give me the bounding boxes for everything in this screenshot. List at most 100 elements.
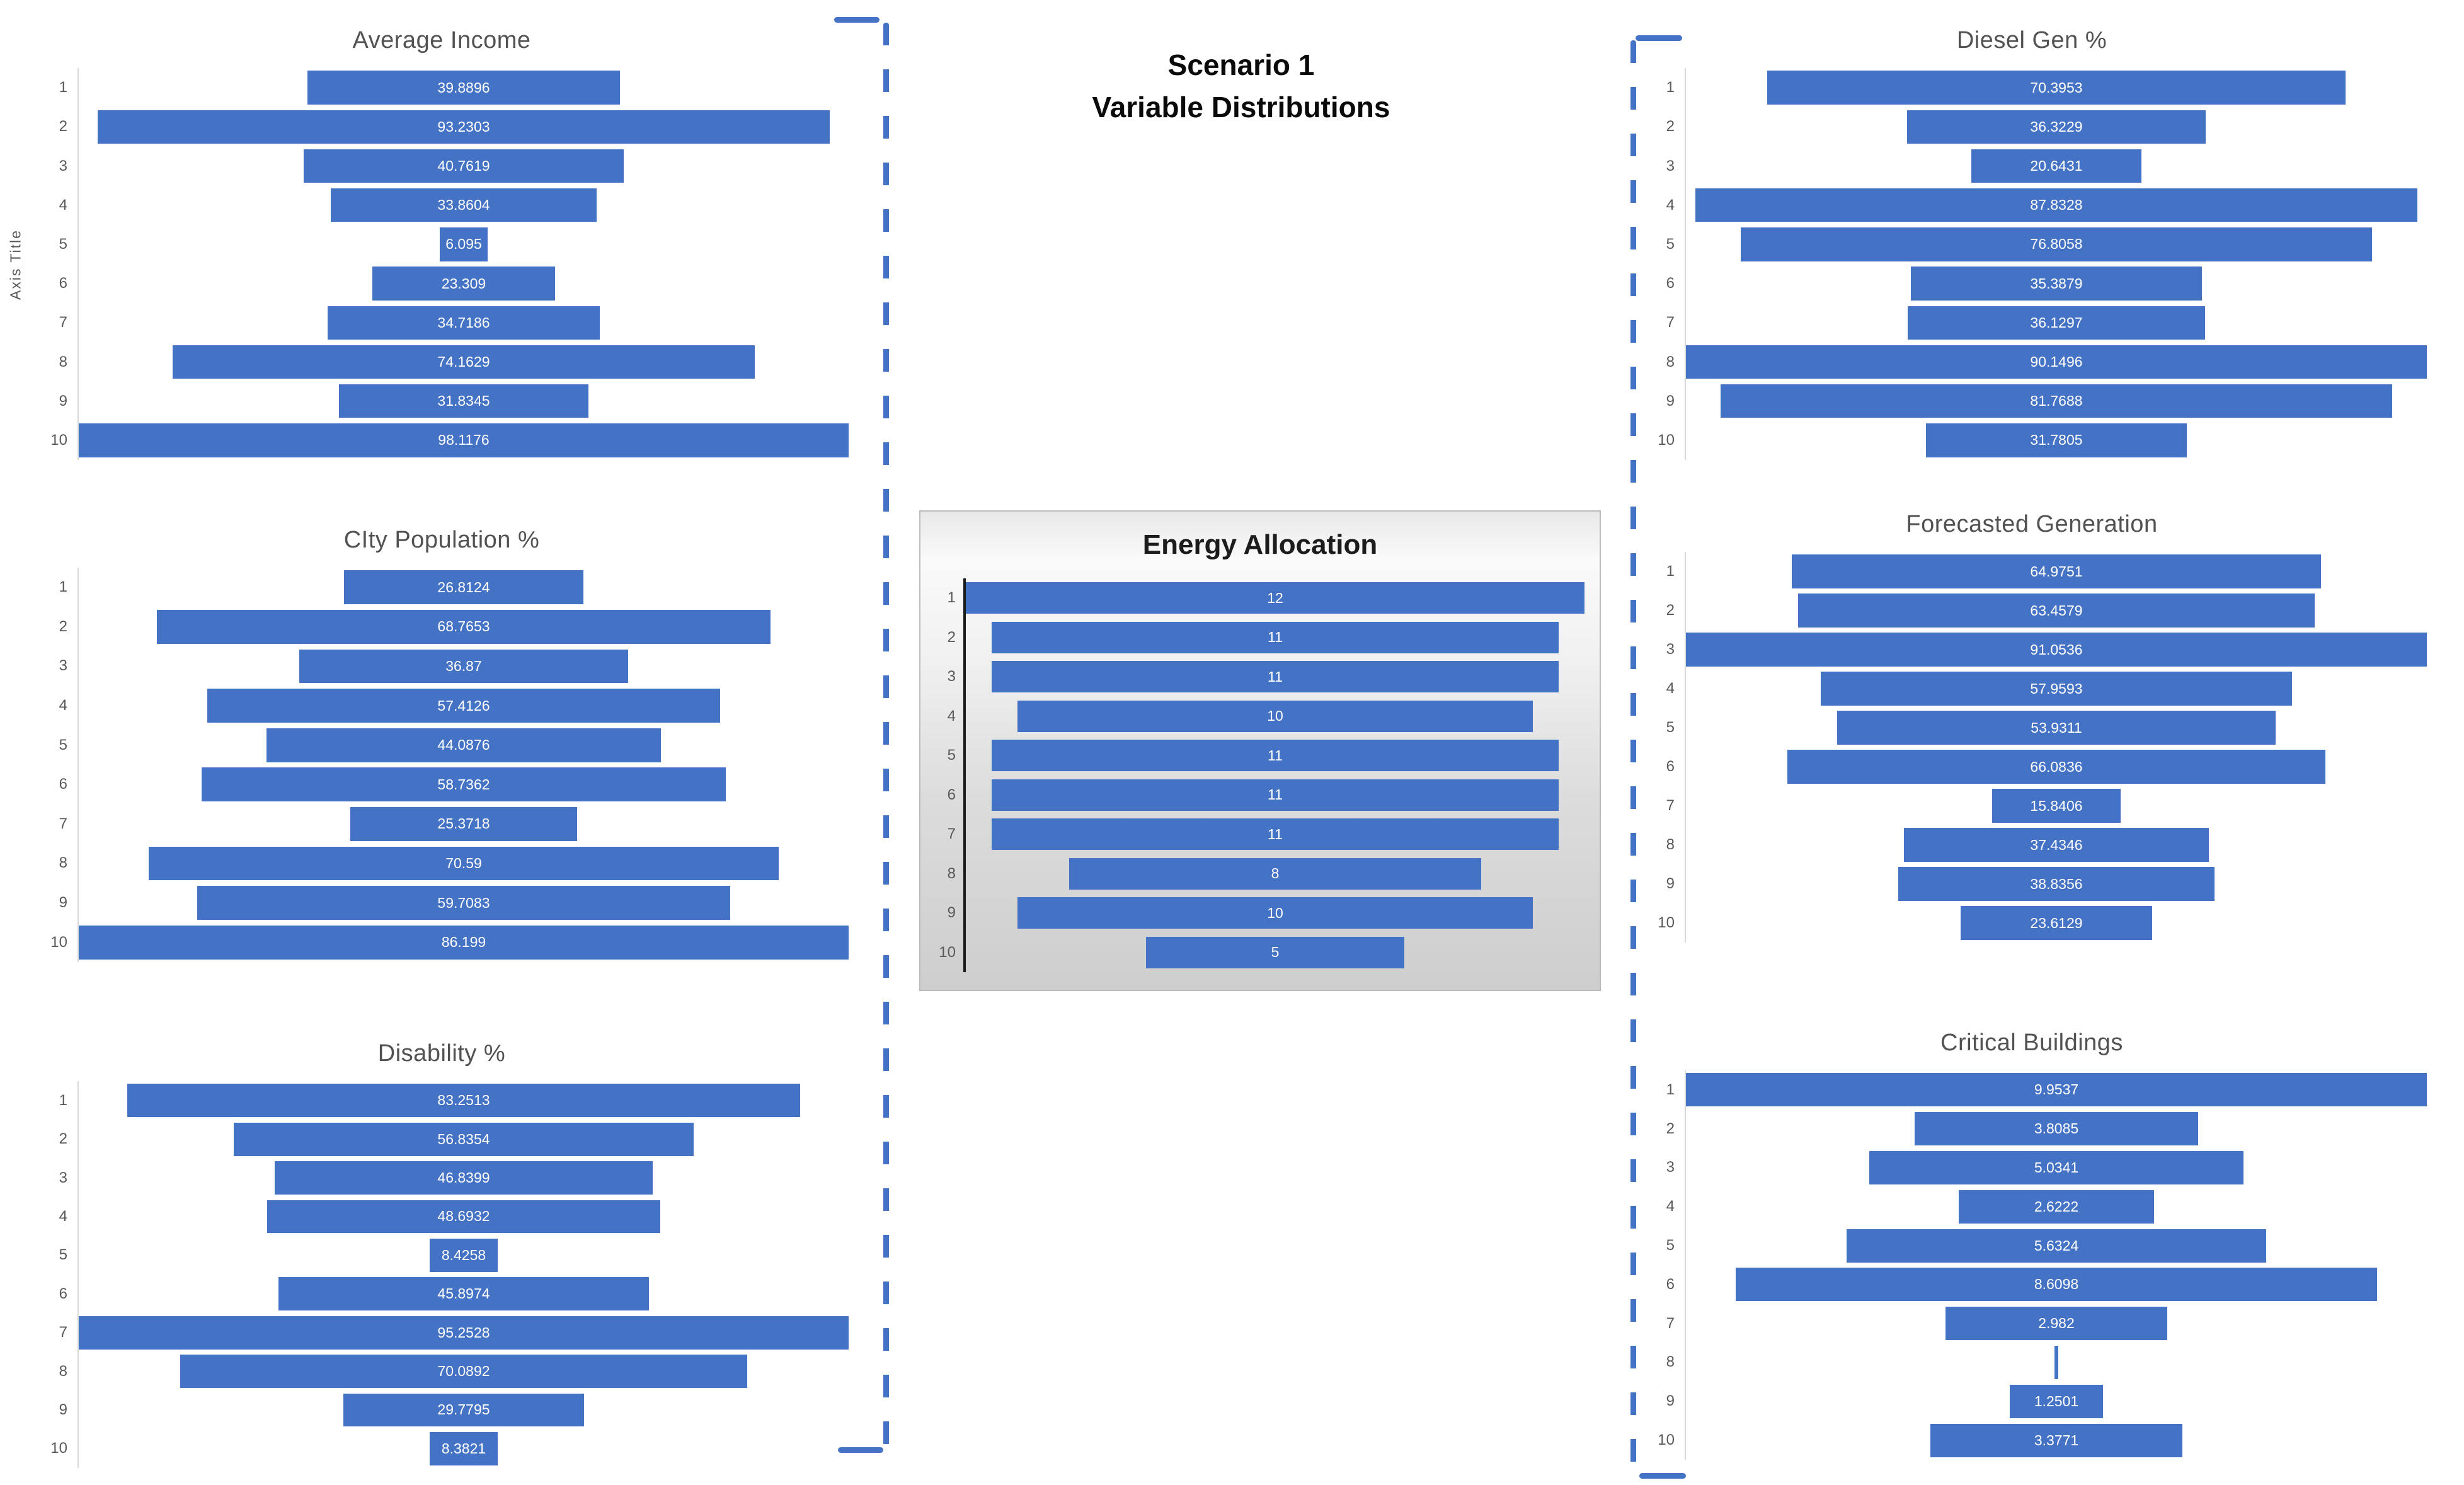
bar[interactable]: 68.7653 <box>156 609 771 644</box>
bar[interactable]: 36.3229 <box>1907 110 2206 144</box>
bar[interactable]: 34.7186 <box>327 306 600 340</box>
bar[interactable]: 90.1496 <box>1686 345 2427 379</box>
bar[interactable]: 23.309 <box>372 267 556 301</box>
bar[interactable]: 36.1297 <box>1908 306 2205 340</box>
bar-track: 35.3879 <box>1685 264 2427 304</box>
bar[interactable]: 8.6098 <box>1736 1268 2377 1302</box>
bar[interactable]: 11 <box>991 621 1559 653</box>
bar[interactable]: 5.0341 <box>1869 1150 2244 1185</box>
data-label: 5 <box>1271 944 1280 961</box>
bar[interactable]: 10 <box>1017 700 1533 732</box>
bar[interactable]: 2.982 <box>1945 1307 2168 1341</box>
category-label: 4 <box>1666 1198 1675 1215</box>
bar[interactable]: 11 <box>991 661 1559 693</box>
bar[interactable]: 74.1629 <box>173 345 755 379</box>
bar[interactable]: 20.6431 <box>1971 149 2141 183</box>
bar[interactable]: 44.0876 <box>266 728 661 762</box>
bar[interactable]: 57.9593 <box>1820 672 2293 706</box>
bar[interactable]: 8.3821 <box>430 1431 498 1465</box>
data-label: 8.6098 <box>2034 1276 2079 1293</box>
category-label: 3 <box>947 668 956 685</box>
bar[interactable]: 26.8124 <box>343 570 584 605</box>
bar[interactable]: 11 <box>991 740 1559 772</box>
bar[interactable]: 6.095 <box>440 227 488 261</box>
bar[interactable]: 31.7805 <box>1925 423 2187 457</box>
bar[interactable]: 40.7619 <box>304 149 624 183</box>
bar[interactable]: 86.199 <box>79 925 849 960</box>
data-label: 83.2513 <box>437 1092 490 1109</box>
bar[interactable]: 37.4346 <box>1904 828 2209 862</box>
bar[interactable]: 91.0536 <box>1686 633 2427 667</box>
data-label: 68.7653 <box>437 618 490 635</box>
bar[interactable]: 23.6129 <box>1960 906 2153 940</box>
bar[interactable]: 46.8399 <box>274 1161 653 1195</box>
bar[interactable]: 53.9311 <box>1837 711 2276 745</box>
bar[interactable]: 63.4579 <box>1798 593 2315 628</box>
bar[interactable]: 36.87 <box>299 649 629 684</box>
bar[interactable]: 12 <box>966 582 1584 614</box>
bar[interactable]: 31.8345 <box>338 384 589 418</box>
bar[interactable]: 11 <box>991 818 1559 851</box>
bar[interactable]: 25.3718 <box>350 806 577 841</box>
bar[interactable]: 64.9751 <box>1792 554 2321 588</box>
bar[interactable]: 29.7795 <box>343 1393 584 1427</box>
bar[interactable]: 81.7688 <box>1720 384 2393 418</box>
bar[interactable]: 2.6222 <box>1959 1190 2154 1224</box>
bar[interactable]: 5 <box>1146 936 1404 968</box>
bar[interactable]: 57.4126 <box>207 689 720 723</box>
category-label: 1 <box>59 1091 67 1109</box>
bar[interactable]: 87.8328 <box>1695 188 2417 222</box>
bar[interactable]: 1.2501 <box>2010 1384 2103 1418</box>
bar[interactable]: 11 <box>991 779 1559 811</box>
data-label: 36.87 <box>445 657 482 674</box>
bar[interactable]: 56.8354 <box>234 1122 694 1156</box>
bar[interactable]: 35.3879 <box>1911 267 2202 301</box>
bar[interactable]: 95.2528 <box>79 1316 849 1350</box>
bar[interactable]: 58.7362 <box>201 767 726 802</box>
bar[interactable]: 70.3953 <box>1767 71 2346 105</box>
bar[interactable]: 5.6324 <box>1847 1229 2266 1263</box>
bar[interactable] <box>2054 1345 2058 1380</box>
bar-track: 74.1629 <box>77 342 849 382</box>
bar[interactable]: 39.8896 <box>307 71 621 105</box>
bar[interactable]: 3.8085 <box>1915 1112 2198 1146</box>
bar[interactable]: 48.6932 <box>266 1200 661 1234</box>
bar[interactable]: 10 <box>1017 897 1533 929</box>
bar[interactable]: 83.2513 <box>127 1084 800 1118</box>
bar[interactable]: 8.4258 <box>429 1238 498 1272</box>
bar[interactable]: 45.8974 <box>278 1277 650 1311</box>
bar[interactable]: 70.0892 <box>180 1355 747 1388</box>
bar[interactable]: 9.9537 <box>1686 1073 2427 1107</box>
bar[interactable]: 3.3771 <box>1930 1423 2182 1457</box>
bar[interactable]: 76.8058 <box>1741 227 2372 261</box>
bar[interactable]: 93.2303 <box>98 110 830 144</box>
bar[interactable]: 59.7083 <box>197 886 731 920</box>
bar-track: 86.199 <box>77 922 849 962</box>
bar[interactable]: 38.8356 <box>1898 867 2215 901</box>
data-label: 5.6324 <box>2034 1237 2079 1254</box>
bar[interactable]: 15.8406 <box>1991 789 2121 823</box>
bar[interactable]: 33.8604 <box>331 188 597 222</box>
bar-track: 76.8058 <box>1685 224 2427 265</box>
bar[interactable]: 8 <box>1069 857 1482 890</box>
bar[interactable]: 66.0836 <box>1787 750 2325 784</box>
bar[interactable]: 70.59 <box>148 846 779 881</box>
data-label: 56.8354 <box>437 1130 490 1147</box>
bar[interactable]: 98.1176 <box>79 423 849 457</box>
